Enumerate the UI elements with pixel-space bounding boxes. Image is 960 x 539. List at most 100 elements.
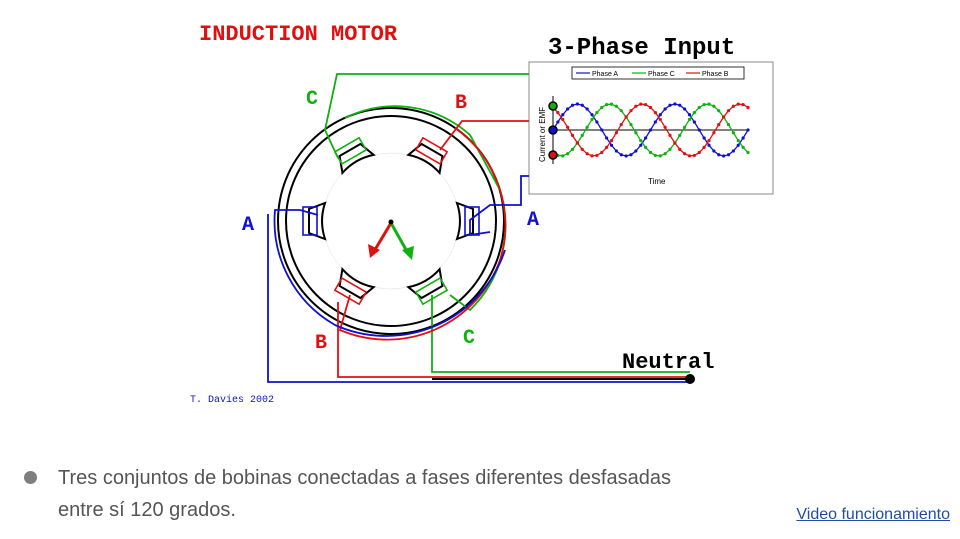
series-point <box>673 102 677 106</box>
bullet-dot <box>24 471 37 484</box>
series-point <box>717 122 721 127</box>
chart-legend-box <box>571 66 745 80</box>
series-point <box>658 117 662 122</box>
series-point <box>566 125 570 129</box>
series-point <box>697 105 701 110</box>
series-point <box>697 128 701 132</box>
neutral-label: Neutral <box>622 350 714 375</box>
legend-label: Phase B <box>702 71 729 78</box>
video-link[interactable]: Video funcionamiento <box>796 506 950 523</box>
series-point <box>692 120 696 124</box>
series-point <box>702 102 706 107</box>
series-point <box>653 153 657 158</box>
series-point <box>648 128 653 132</box>
series-point <box>619 109 623 113</box>
series-point <box>683 107 687 111</box>
series-point <box>609 138 614 143</box>
chart-series <box>551 102 750 158</box>
series-point <box>570 103 575 107</box>
pole-coil <box>302 206 318 236</box>
series-point <box>561 113 565 117</box>
label-phase-c-top: C <box>306 88 318 111</box>
label-phase-c-bottom: C <box>463 327 475 350</box>
series-point <box>619 122 623 127</box>
series-point <box>561 154 565 158</box>
series-point <box>663 125 667 129</box>
series-point <box>585 107 589 111</box>
wire-phase-a-neutral <box>267 214 690 383</box>
series-point <box>614 131 618 135</box>
series-point <box>634 149 638 153</box>
series-point <box>712 149 716 153</box>
series-point <box>678 133 682 138</box>
series-point <box>566 107 570 111</box>
series-point <box>712 131 716 135</box>
marker-phase-b <box>548 150 558 160</box>
series-point <box>702 145 706 149</box>
series-point <box>590 113 594 117</box>
series-point <box>595 153 599 158</box>
series-point <box>668 147 672 151</box>
series-point <box>624 154 628 158</box>
series-point <box>585 125 589 129</box>
input-title: 3-Phase Input <box>548 35 735 62</box>
stator-pole <box>333 266 376 306</box>
wire-phase-b-top <box>439 120 529 151</box>
series-point <box>697 150 701 155</box>
series-point <box>722 154 726 158</box>
series-point <box>722 115 726 119</box>
diagram-title: INDUCTION MOTOR <box>199 22 398 47</box>
red-arrowhead <box>368 244 380 258</box>
marker-phase-a <box>548 125 558 135</box>
series-point <box>726 109 731 113</box>
series-point <box>575 141 579 145</box>
series-point <box>580 147 584 151</box>
wire-phase-c-neutral <box>431 295 690 373</box>
series-point <box>614 149 618 153</box>
neutral-terminal <box>685 374 695 384</box>
series-point <box>731 149 735 153</box>
series-point <box>692 111 696 115</box>
pole-coil <box>333 276 368 306</box>
field-arrows <box>368 219 414 260</box>
series-point <box>687 154 692 158</box>
series-point <box>561 117 565 122</box>
series-point <box>600 105 604 110</box>
stator-outer-ring <box>277 107 505 335</box>
series-point <box>609 102 614 106</box>
series-point <box>580 103 584 107</box>
series-point <box>712 104 716 108</box>
pole-coil <box>414 136 449 166</box>
series-point <box>736 138 740 143</box>
series-point <box>609 143 614 147</box>
series-point <box>580 133 584 138</box>
series-point <box>673 141 677 145</box>
series-point <box>590 117 594 122</box>
series-point <box>653 120 657 124</box>
stator-pole <box>333 136 376 176</box>
series-point <box>629 109 633 113</box>
series-point <box>746 105 750 110</box>
chart-x-label: Time <box>648 177 666 186</box>
series-point <box>566 152 570 156</box>
stator-pole <box>406 266 449 306</box>
label-phase-b-bottom: B <box>315 332 327 355</box>
series-point <box>648 150 653 155</box>
series-point <box>639 102 643 106</box>
bullet-text: Tres conjuntos de bobinas conectadas a f… <box>58 467 671 521</box>
series-point <box>570 147 575 151</box>
series-point <box>585 152 589 156</box>
series-point <box>741 145 745 149</box>
credit-text: T. Davies 2002 <box>190 394 274 406</box>
series-point <box>595 111 599 115</box>
series-point <box>731 131 735 135</box>
series-point <box>726 122 731 127</box>
series-point <box>605 145 609 149</box>
series-point <box>731 104 735 108</box>
series-point <box>668 103 672 107</box>
wire-phase-a-arc <box>273 209 506 337</box>
series-point <box>600 128 604 132</box>
pole-coil <box>414 276 449 306</box>
